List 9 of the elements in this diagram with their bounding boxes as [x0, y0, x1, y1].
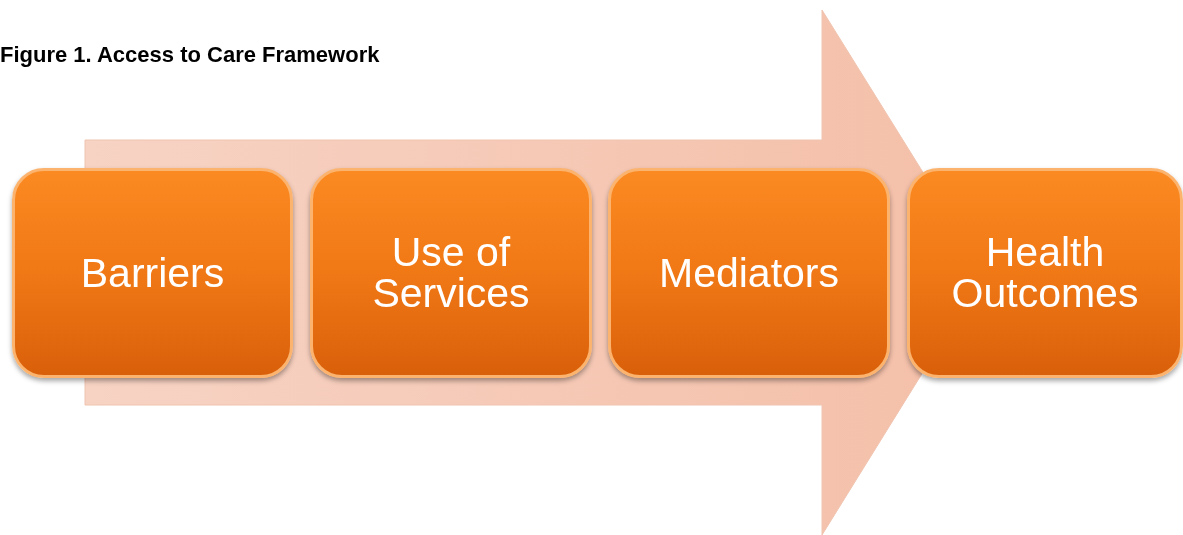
figure-title: Figure 1. Access to Care Framework	[0, 42, 380, 68]
process-box	[608, 168, 890, 378]
process-box	[12, 168, 293, 378]
box-label: Health Outcomes	[950, 232, 1140, 314]
process-box	[310, 168, 592, 378]
process-box	[907, 168, 1183, 378]
box-label: Barriers	[79, 252, 226, 294]
box-label: Use of Services	[371, 232, 531, 314]
box-label: Mediators	[658, 252, 840, 294]
